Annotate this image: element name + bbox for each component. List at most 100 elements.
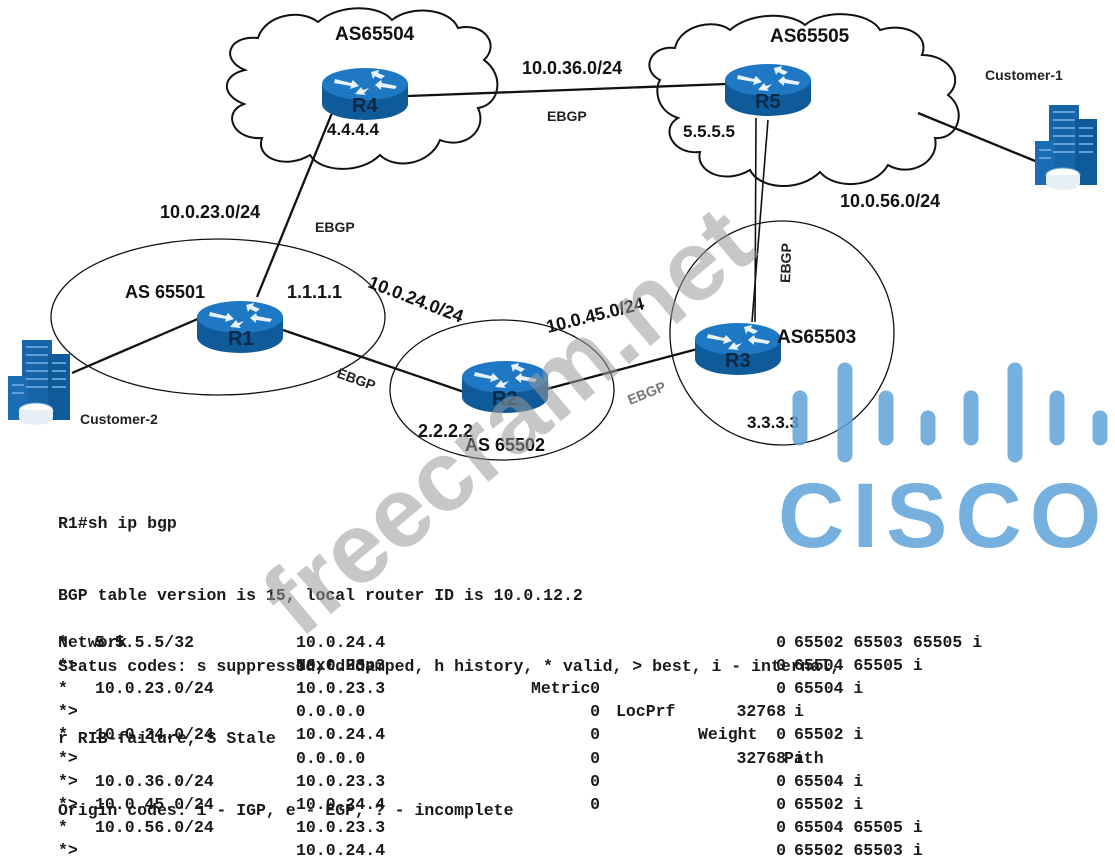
route-path: 65502 65503 i: [794, 840, 923, 860]
route-next-hop: 10.0.23.3: [296, 771, 386, 791]
route-path: 65504 65505 i: [794, 656, 923, 676]
as65503-label: AS65503: [777, 327, 856, 348]
header-network: Network: [58, 633, 128, 653]
route-next-hop: 10.0.24.4: [296, 840, 386, 860]
link-r2-r3: [542, 341, 721, 392]
cli-output: R1#sh ip bgp BGP table version is 15, lo…: [58, 464, 840, 846]
ebgp-label-r1-r2: EBGP: [335, 365, 378, 394]
route-status: *>: [58, 748, 78, 768]
route-status: *>: [58, 840, 78, 860]
header-path: Path: [784, 748, 824, 768]
bgp-table-header: Network Next Hop Metric LocPrf Weight Pa…: [58, 608, 824, 767]
router-r4[interactable]: R4: [322, 68, 408, 120]
router-r5[interactable]: R5: [725, 64, 811, 116]
svg-text:R1: R1: [228, 328, 254, 350]
ebgp-label-r1-r4: EBGP: [315, 219, 355, 235]
route-next-hop: 10.0.24.4: [296, 794, 386, 814]
cli-line-table-version: BGP table version is 15, local router ID…: [58, 585, 583, 605]
ebgp-label-r4-r5: EBGP: [547, 108, 587, 124]
cli-line-origin-codes: Origin codes: i - IGP, e - EGP, ? - inco…: [58, 800, 514, 820]
router-r3[interactable]: R3: [695, 323, 781, 375]
customer-1-label: Customer-1: [985, 67, 1063, 83]
route-next-hop: 10.0.24.4: [296, 725, 386, 745]
ebgp-label-r2-r3: EBGP: [625, 378, 668, 408]
as65505-label: AS65505: [770, 26, 850, 47]
r5-router-id: 5.5.5.5: [683, 122, 735, 141]
link-r5-customer1: [917, 111, 1041, 165]
cisco-wordmark: CISCO: [778, 465, 1109, 567]
customer-1-building-icon: [1034, 104, 1098, 191]
link-r1-r2: [282, 328, 468, 395]
as-region-65503: [669, 220, 895, 446]
route-network: 10.0.24.0/24: [95, 725, 214, 745]
router-r1[interactable]: R1: [197, 301, 283, 353]
route-weight: 0: [776, 679, 786, 699]
customer-2-label: Customer-2: [80, 411, 158, 427]
router-r2[interactable]: R2: [462, 361, 548, 413]
ebgp-label-r3-r5: EBGP: [777, 243, 794, 283]
route-status: *: [58, 725, 68, 745]
route-metric: 0: [590, 679, 600, 699]
route-network: 10.0.56.0/24: [95, 817, 214, 837]
svg-text:R5: R5: [755, 91, 781, 113]
route-status: *>: [58, 794, 78, 814]
svg-text:R4: R4: [352, 95, 378, 117]
route-status: *: [58, 679, 68, 699]
route-next-hop: 0.0.0.0: [296, 702, 366, 722]
header-weight: Weight: [698, 725, 758, 745]
route-path: 65502 i: [794, 725, 864, 745]
route-next-hop: 10.0.23.3: [296, 817, 386, 837]
route-status: *: [58, 817, 68, 837]
svg-text:R2: R2: [492, 388, 518, 410]
as65502-label: AS 65502: [465, 435, 545, 455]
route-status: *>: [58, 771, 78, 791]
route-next-hop: 10.0.23.3: [296, 679, 386, 699]
bgp-table: Network Next Hop Metric LocPrf Weight Pa…: [58, 608, 982, 862]
as65504-label: AS65504: [335, 24, 415, 45]
route-metric: 0: [590, 771, 600, 791]
route-network: 10.0.23.0/24: [95, 679, 214, 699]
link-r4-r5: [407, 82, 727, 98]
as-region-65502: [389, 319, 615, 461]
r1-router-id: 1.1.1.1: [287, 282, 342, 302]
svg-text:R3: R3: [725, 350, 751, 372]
header-locprf: LocPrf: [616, 702, 676, 722]
route-next-hop: 10.0.24.4: [296, 633, 386, 653]
as-region-65501: [50, 238, 386, 396]
cisco-logo: CISCO: [778, 362, 1109, 567]
route-path: 65502 65503 65505 i: [794, 633, 983, 653]
route-weight: 32768: [736, 748, 786, 768]
subnet-label-10-0-36: 10.0.36.0/24: [522, 58, 622, 78]
route-path: i: [794, 702, 804, 722]
customer-2-building-icon: [7, 339, 71, 426]
cli-line-status-codes-cont: r RIB-failure, S Stale: [58, 728, 276, 748]
route-status: *>: [58, 656, 78, 676]
subnet-label-10-0-23: 10.0.23.0/24: [160, 202, 260, 222]
route-weight: 0: [776, 794, 786, 814]
cli-line-status-codes: Status codes: s suppressed, d damped, h …: [58, 657, 841, 677]
route-next-hop: 0.0.0.0: [296, 748, 366, 768]
route-path: 65502 i: [794, 794, 864, 814]
cli-prompt: R1#sh ip bgp: [58, 513, 177, 533]
subnet-label-10-0-56: 10.0.56.0/24: [840, 191, 940, 211]
route-metric: 0: [590, 748, 600, 768]
link-r1-r4: [255, 112, 334, 298]
header-metric: Metric: [531, 679, 591, 699]
route-weight: 0: [776, 633, 786, 653]
route-status: *>: [58, 702, 78, 722]
route-weight: 0: [776, 817, 786, 837]
route-metric: 0: [590, 702, 600, 722]
route-weight: 0: [776, 725, 786, 745]
route-metric: 0: [590, 794, 600, 814]
r2-router-id: 2.2.2.2: [418, 421, 473, 441]
as65501-label: AS 65501: [125, 282, 205, 302]
route-status: *: [58, 633, 68, 653]
subnet-label-10-0-45: 10.0.45.0/24: [544, 293, 646, 337]
